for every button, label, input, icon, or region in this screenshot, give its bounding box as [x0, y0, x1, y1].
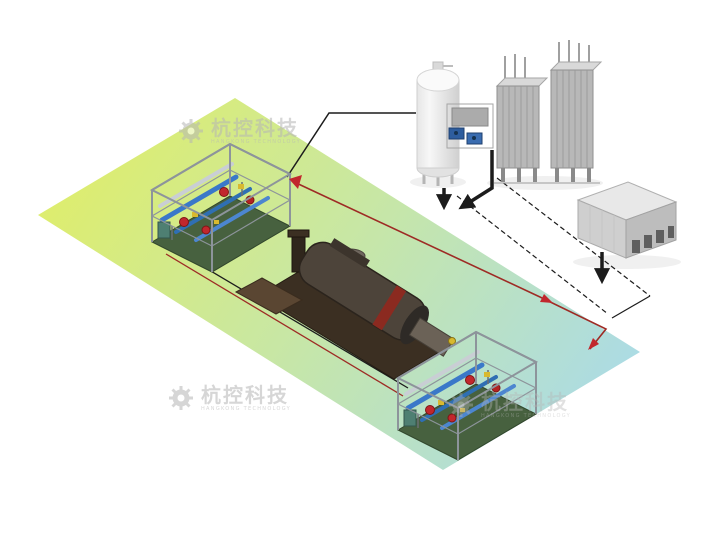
flow-arrow-silo-to-floor [458, 150, 494, 210]
red-pipe-loop [291, 180, 608, 350]
black-supply-line [286, 112, 416, 178]
red-flow-arrowheads [289, 175, 599, 350]
silo-1 [495, 54, 549, 182]
building-doors [632, 226, 674, 253]
silo-group [446, 40, 603, 190]
silo-2 [549, 40, 603, 182]
flow-arrows [435, 150, 611, 285]
control-building [573, 181, 681, 269]
cryo-tank-dome [416, 68, 460, 92]
dashed-gas-lines [456, 177, 651, 319]
main-machine [234, 229, 456, 380]
